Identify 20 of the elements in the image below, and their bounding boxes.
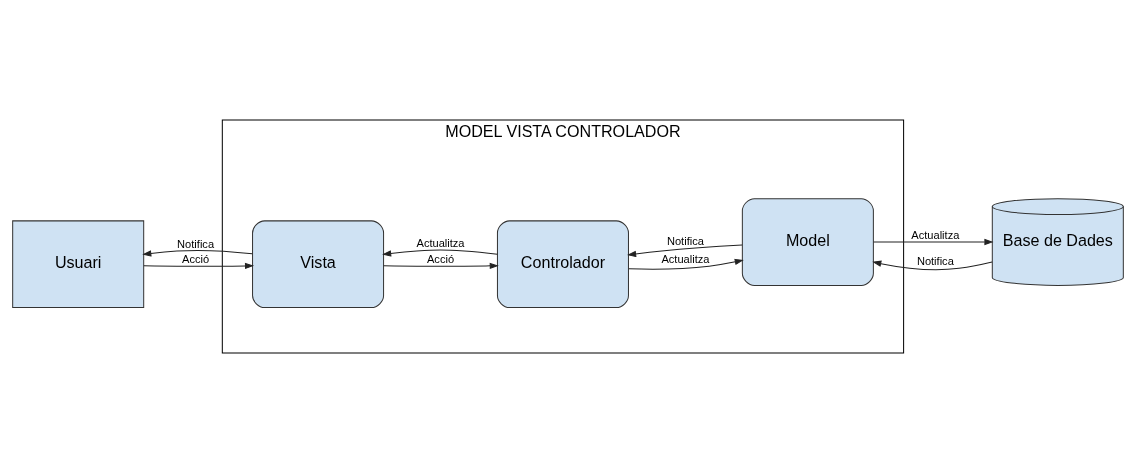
edge-label: Notifica (916, 255, 954, 268)
arrow (143, 262, 255, 270)
node-box: Vista (252, 220, 385, 309)
edge-label: Actualitza (416, 236, 465, 249)
node-box: Usuari (12, 220, 145, 309)
arrow (628, 258, 744, 270)
edge-label: Acció (182, 253, 210, 266)
node-box: Controlador (496, 220, 629, 309)
arrow (383, 262, 499, 270)
edge-label: Actualitza (911, 228, 960, 241)
arrow (382, 249, 498, 257)
edge-label: Notifica (177, 237, 215, 250)
arrow (142, 249, 253, 257)
arrow (873, 238, 994, 246)
node-box: Model (741, 198, 874, 286)
arrow (872, 260, 993, 271)
arrow (627, 244, 743, 258)
edge-label: Actualitza (661, 253, 710, 266)
edge-label: Notifica (666, 234, 704, 247)
edge-label: Acció (426, 253, 455, 266)
